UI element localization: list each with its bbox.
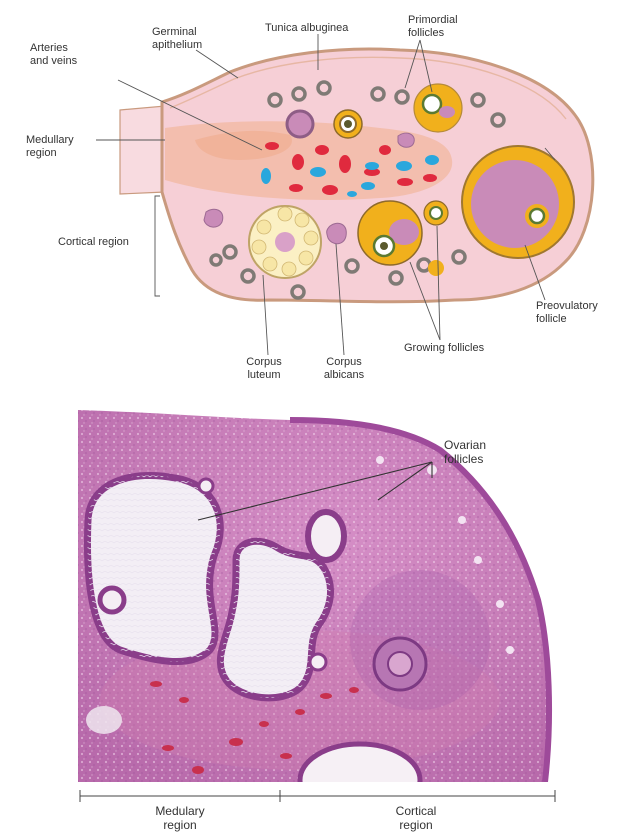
label-growing-follicles: Growing follicles <box>404 342 484 355</box>
label-tunica-albuginea: Tunica albuginea <box>265 22 348 35</box>
growing-follicle <box>358 201 422 265</box>
label-cortical-region: Cortical region <box>58 236 129 249</box>
label-ovarian-follicles: Ovarian follicles <box>444 438 486 466</box>
region-bars <box>80 790 555 802</box>
label-medullary-region: Medullary region <box>26 134 74 160</box>
antral-follicle-top <box>414 84 462 132</box>
label-germinal-epithelium: Germinal apithelium <box>152 26 202 52</box>
ovary-micrograph <box>78 410 549 816</box>
preovulatory-follicle <box>462 146 574 258</box>
hilum-stalk <box>120 106 165 194</box>
small-follicle <box>287 111 313 137</box>
corpus-luteum <box>249 206 321 278</box>
label-preovulatory-follicle: Preovulatory follicle <box>536 300 598 326</box>
label-corpus-albicans: Corpus albicans <box>314 356 374 382</box>
label-primordial-follicles: Primordial follicles <box>408 14 458 40</box>
label-corpus-luteum: Corpus luteum <box>232 356 296 382</box>
label-cortical-region-bottom: Cortical region <box>376 804 456 832</box>
label-arteries-veins: Arteries and veins <box>30 42 77 68</box>
ovary-schematic <box>96 34 593 355</box>
label-medulary-region-bottom: Medulary region <box>140 804 220 832</box>
